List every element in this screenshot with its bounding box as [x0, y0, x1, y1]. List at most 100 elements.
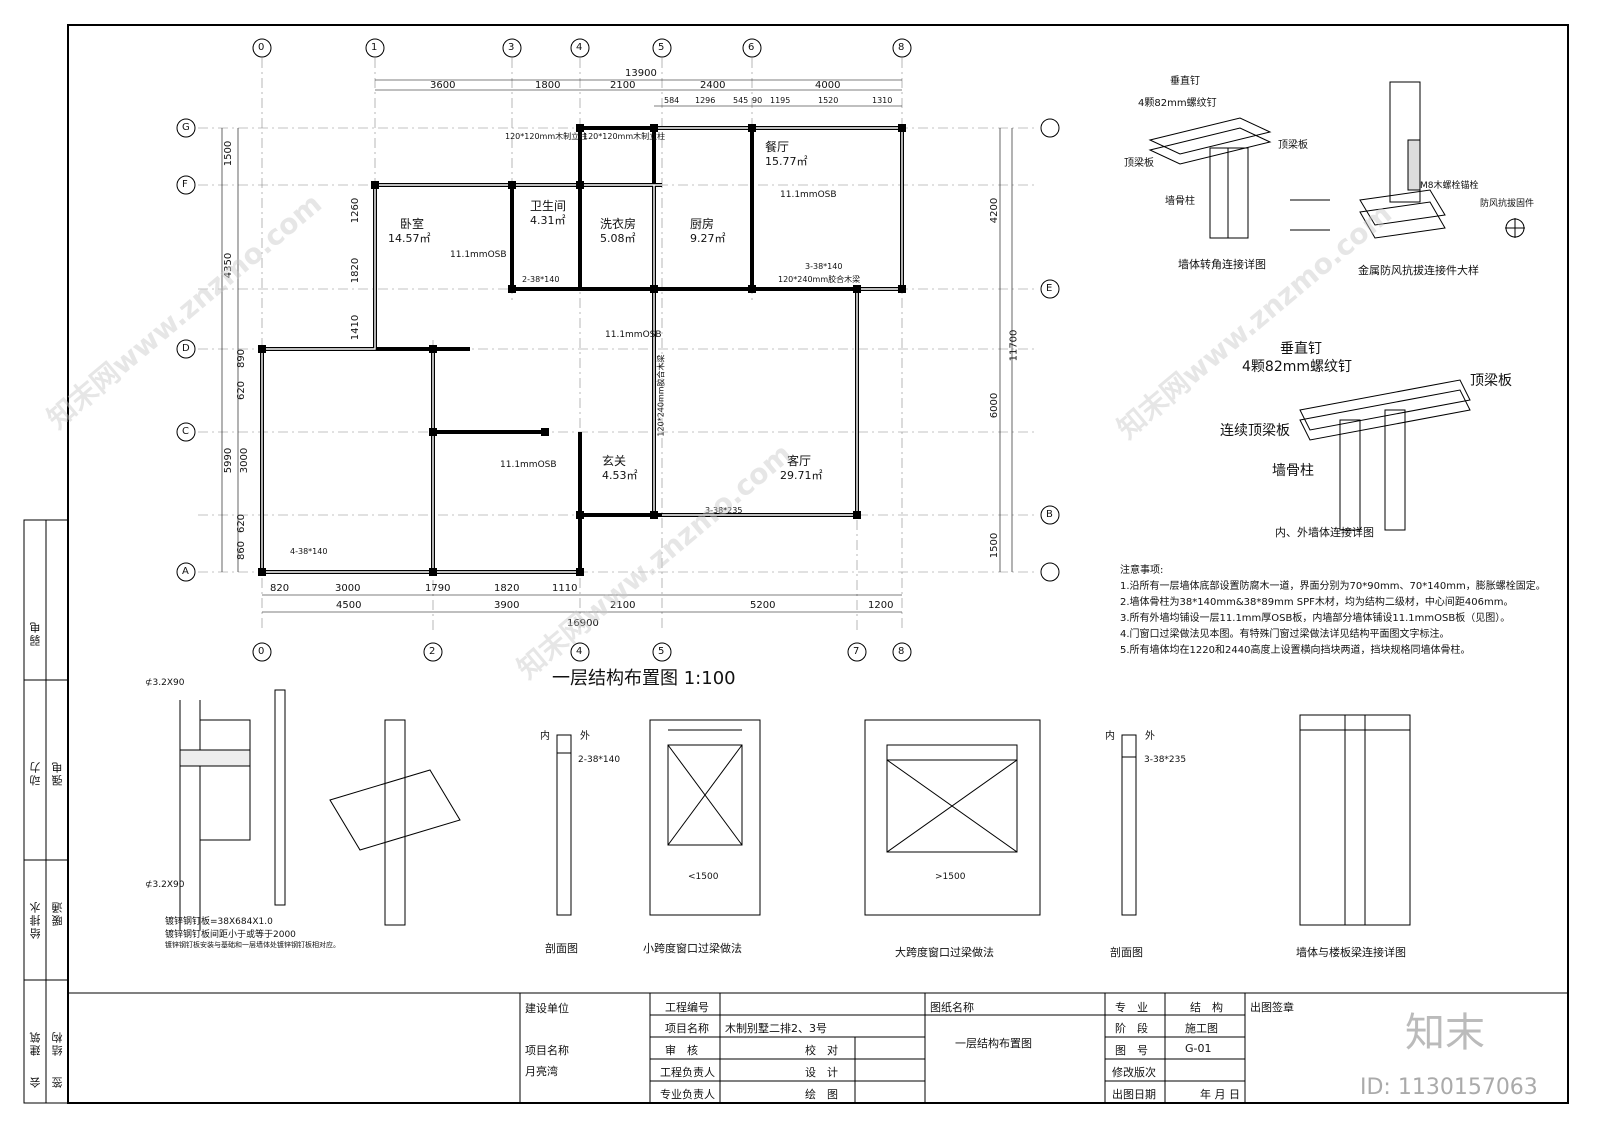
dim-top: 4000 — [815, 80, 841, 91]
dim-left-sub: 890 — [236, 348, 248, 369]
axis-label: 5 — [658, 42, 665, 53]
small-span-frame — [649, 719, 761, 916]
axis-label: 0 — [258, 42, 265, 53]
axis-label: 3 — [508, 42, 515, 53]
post-label: 120*120mm木制立柱 — [583, 132, 666, 141]
header-label: 3-38*140 — [805, 262, 843, 271]
detail-drawings — [179, 81, 1525, 930]
section-note: 2-38*140 — [578, 755, 621, 765]
side-strip-item: 结构 — [51, 1030, 64, 1056]
dim-left: 5990 — [223, 447, 235, 474]
dim-bottom: 3000 — [335, 583, 361, 594]
note-item: 2.墙体骨柱为38*140mm&38*89mm SPF木材，均为结构二级材，中心… — [1120, 597, 1514, 608]
section-out: 外 — [1145, 731, 1155, 742]
dim-right: 4200 — [989, 197, 1001, 224]
inout-title: 内、外墙体连接详图 — [1275, 526, 1374, 539]
project-name-label: 项目名称 — [665, 1022, 709, 1035]
room-name: 卧室 — [400, 217, 425, 231]
axis-label: C — [182, 426, 189, 437]
section-title: 剖面图 — [1110, 946, 1143, 959]
section-out: 外 — [580, 731, 590, 742]
note-item: 4.门窗口过梁做法见本图。有特殊门窗过梁做法详见结构平面图文字标注。 — [1120, 629, 1450, 640]
dim-bottom2: 1200 — [868, 600, 894, 611]
side-strip-item: 会 — [29, 1075, 42, 1088]
anchor-title: 金属防风抗拔连接件大样 — [1358, 264, 1479, 277]
anchor-label: M8木螺栓锚栓 — [1420, 181, 1479, 191]
note-item: 3.所有外墙均铺设一层11.1mm厚OSB板，内墙部分墙体铺设11.1mmOSB… — [1120, 613, 1511, 624]
floor-connection-detail — [1299, 714, 1411, 926]
dim-bottom: 1820 — [494, 583, 520, 594]
inout-detail — [1299, 379, 1471, 531]
dim-bottom2: 2100 — [610, 600, 636, 611]
nail-label: ⊄3.2X90 — [145, 880, 185, 890]
dim-total-top: 13900 — [625, 68, 657, 79]
dim-top-sub: 545 — [733, 96, 749, 105]
room-area: 4.53㎡ — [602, 469, 638, 482]
dim-top: 1800 — [535, 80, 561, 91]
discipline-label: 专 业 — [1115, 1001, 1148, 1014]
header-label: 4-38*140 — [290, 547, 328, 556]
project-no-label: 工程编号 — [665, 1001, 709, 1014]
stamp-label: 出图签章 — [1250, 1001, 1294, 1014]
dim-top: 2100 — [610, 80, 636, 91]
section-in: 内 — [1105, 731, 1115, 742]
section1-detail — [556, 734, 572, 916]
osb-label: 11.1mmOSB — [450, 250, 507, 260]
anchor-detail — [1359, 81, 1525, 239]
brand-logo: 知末 — [1405, 1010, 1485, 1056]
axis-label: 5 — [658, 646, 665, 657]
dim-bottom: 1790 — [425, 583, 451, 594]
sheet-value: G-01 — [1185, 1042, 1212, 1055]
dim-top-sub: 1520 — [818, 96, 839, 105]
corner-label: 顶梁板 — [1124, 158, 1154, 169]
project-value: 月亮湾 — [525, 1065, 558, 1078]
axis-label: D — [182, 343, 190, 354]
dimension-lines — [221, 79, 1013, 613]
dim-left-sub: 620 — [236, 513, 248, 534]
axis-label: 0 — [258, 646, 265, 657]
note-item: 1.沿所有一层墙体底部设置防腐木一道，界面分别为70*90mm、70*140mm… — [1120, 581, 1546, 592]
notes-title: 注意事项: — [1120, 565, 1164, 576]
axis-label: 1 — [371, 42, 378, 53]
corner-label: 垂直钉 — [1170, 76, 1200, 87]
room-name: 洗衣房 — [600, 217, 637, 231]
floor-plan — [176, 38, 1060, 662]
axis-label: G — [182, 122, 190, 133]
corner-detail — [1148, 117, 1330, 239]
section-title: 剖面图 — [545, 942, 578, 955]
side-strip-item: 签 — [51, 1075, 64, 1088]
side-strip-item: 暖通 — [51, 900, 64, 926]
room-name: 玄关 — [602, 454, 627, 468]
inout-label: 墙骨柱 — [1272, 463, 1314, 479]
dim-top-sub: 1310 — [872, 96, 893, 105]
sheet-label: 图 号 — [1115, 1044, 1148, 1057]
section-in: 内 — [540, 731, 550, 742]
room-area: 5.08㎡ — [600, 232, 636, 245]
date-label: 出图日期 — [1112, 1088, 1156, 1101]
dim-left-sub: 620 — [236, 380, 248, 401]
dim-top: 3600 — [430, 80, 456, 91]
dim-bottom2: 3900 — [494, 600, 520, 611]
room-area: 15.77㎡ — [765, 155, 808, 168]
plate-note: 镀锌钢钉板间距小于或等于2000 — [165, 930, 296, 940]
corner-label: 墙骨柱 — [1165, 196, 1195, 207]
wall-foundation-detail — [179, 689, 461, 930]
plate-note: 镀锌钢钉板=38X684X1.0 — [165, 917, 273, 927]
side-strip-item: 弱电 — [29, 620, 42, 646]
dim-bottom2: 5200 — [750, 600, 776, 611]
project-label: 项目名称 — [525, 1044, 569, 1057]
axis-label: A — [182, 566, 189, 577]
room-area: 29.71㎡ — [780, 469, 823, 482]
dim-top-sub: 1195 — [770, 96, 791, 105]
posts — [258, 124, 906, 576]
dim-bottom: 1110 — [552, 583, 578, 594]
design-label: 设 计 — [805, 1066, 838, 1079]
plate-note: 镀锌钢钉板安装与基础和一层墙体处镀锌钢钉板相对应。 — [165, 941, 340, 949]
dim-left-sub: 1820 — [350, 257, 362, 284]
plan-title: 一层结构布置图 1:100 — [552, 668, 736, 689]
side-strip-item: 给排水 — [29, 900, 42, 939]
nail-label: ⊄3.2X90 — [145, 678, 185, 688]
osb-label: 11.1mmOSB — [500, 460, 557, 470]
dim-left-sub: 860 — [236, 540, 248, 561]
header-label: 2-38*140 — [522, 275, 560, 284]
